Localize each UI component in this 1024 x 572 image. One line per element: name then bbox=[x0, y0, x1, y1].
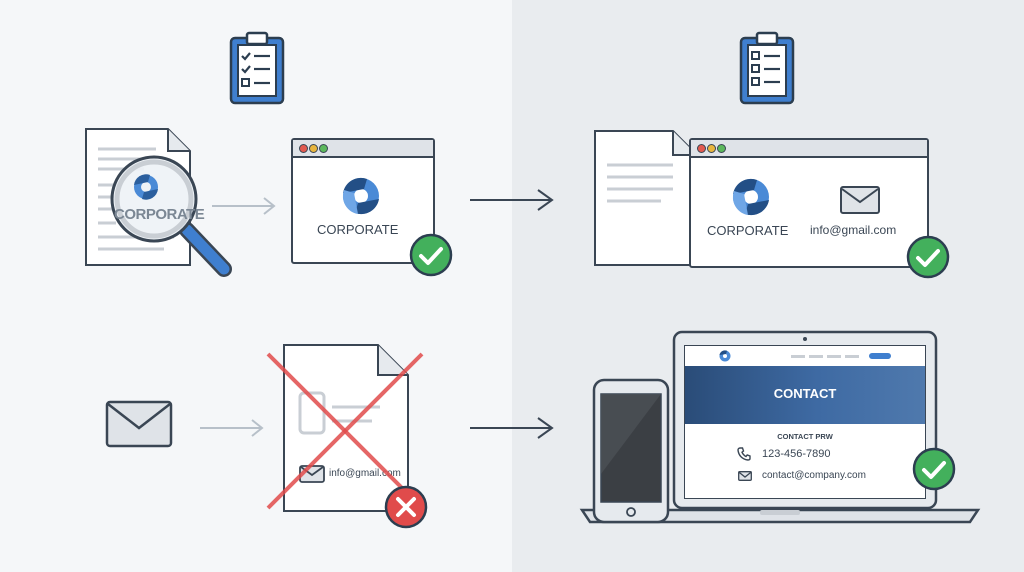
logo-icon bbox=[342, 177, 379, 215]
browser-window-with-contact bbox=[689, 138, 929, 268]
nav-link[interactable] bbox=[827, 355, 841, 358]
contact-email: contact@company.com bbox=[762, 470, 866, 481]
nav-link[interactable] bbox=[809, 355, 823, 358]
logo-text: CORPORATE bbox=[707, 223, 789, 238]
envelope-icon bbox=[738, 471, 752, 481]
clipboard-list-icon bbox=[739, 31, 795, 105]
browser-titlebar bbox=[691, 140, 927, 158]
window-minimize-dot bbox=[707, 144, 716, 153]
arrow-right-icon bbox=[470, 417, 554, 439]
phone-icon bbox=[737, 447, 751, 461]
clipboard-checklist-icon bbox=[229, 31, 285, 105]
window-minimize-dot bbox=[309, 144, 318, 153]
window-maximize-dot bbox=[717, 144, 726, 153]
browser-titlebar bbox=[293, 140, 433, 158]
x-icon bbox=[384, 485, 428, 529]
envelope-icon bbox=[840, 186, 880, 214]
laptop-screen: CONTACT CONTACT PRW 123-456-7890 contact… bbox=[684, 345, 926, 499]
window-close-dot bbox=[697, 144, 706, 153]
check-icon bbox=[906, 235, 950, 279]
contact-phone: 123-456-7890 bbox=[762, 448, 831, 460]
site-navbar bbox=[685, 346, 925, 366]
check-icon bbox=[912, 447, 956, 491]
arrow-right-icon bbox=[200, 419, 264, 437]
section-title: CONTACT PRW bbox=[777, 432, 833, 441]
nav-link[interactable] bbox=[791, 355, 805, 358]
window-close-dot bbox=[299, 144, 308, 153]
arrow-right-icon bbox=[470, 189, 554, 211]
window-maximize-dot bbox=[319, 144, 328, 153]
arrow-right-icon bbox=[212, 197, 276, 215]
logo-icon bbox=[732, 178, 769, 216]
cross-out-mark bbox=[266, 352, 424, 510]
contact-email: info@gmail.com bbox=[810, 223, 897, 237]
check-icon bbox=[409, 233, 453, 277]
logo-icon bbox=[719, 350, 731, 362]
hero-title: CONTACT bbox=[773, 386, 837, 401]
document-email: info@gmail.com bbox=[329, 468, 401, 479]
nav-link[interactable] bbox=[845, 355, 859, 358]
contact-hero: CONTACT bbox=[685, 366, 925, 424]
envelope-icon bbox=[105, 400, 173, 448]
document-under-magnifier bbox=[85, 128, 232, 277]
magnified-logo-text: CORPORATE bbox=[114, 206, 205, 223]
window-logo-text: CORPORATE bbox=[317, 222, 399, 237]
nav-cta-button[interactable] bbox=[869, 353, 891, 359]
document-page bbox=[594, 130, 698, 266]
smartphone bbox=[592, 378, 670, 524]
